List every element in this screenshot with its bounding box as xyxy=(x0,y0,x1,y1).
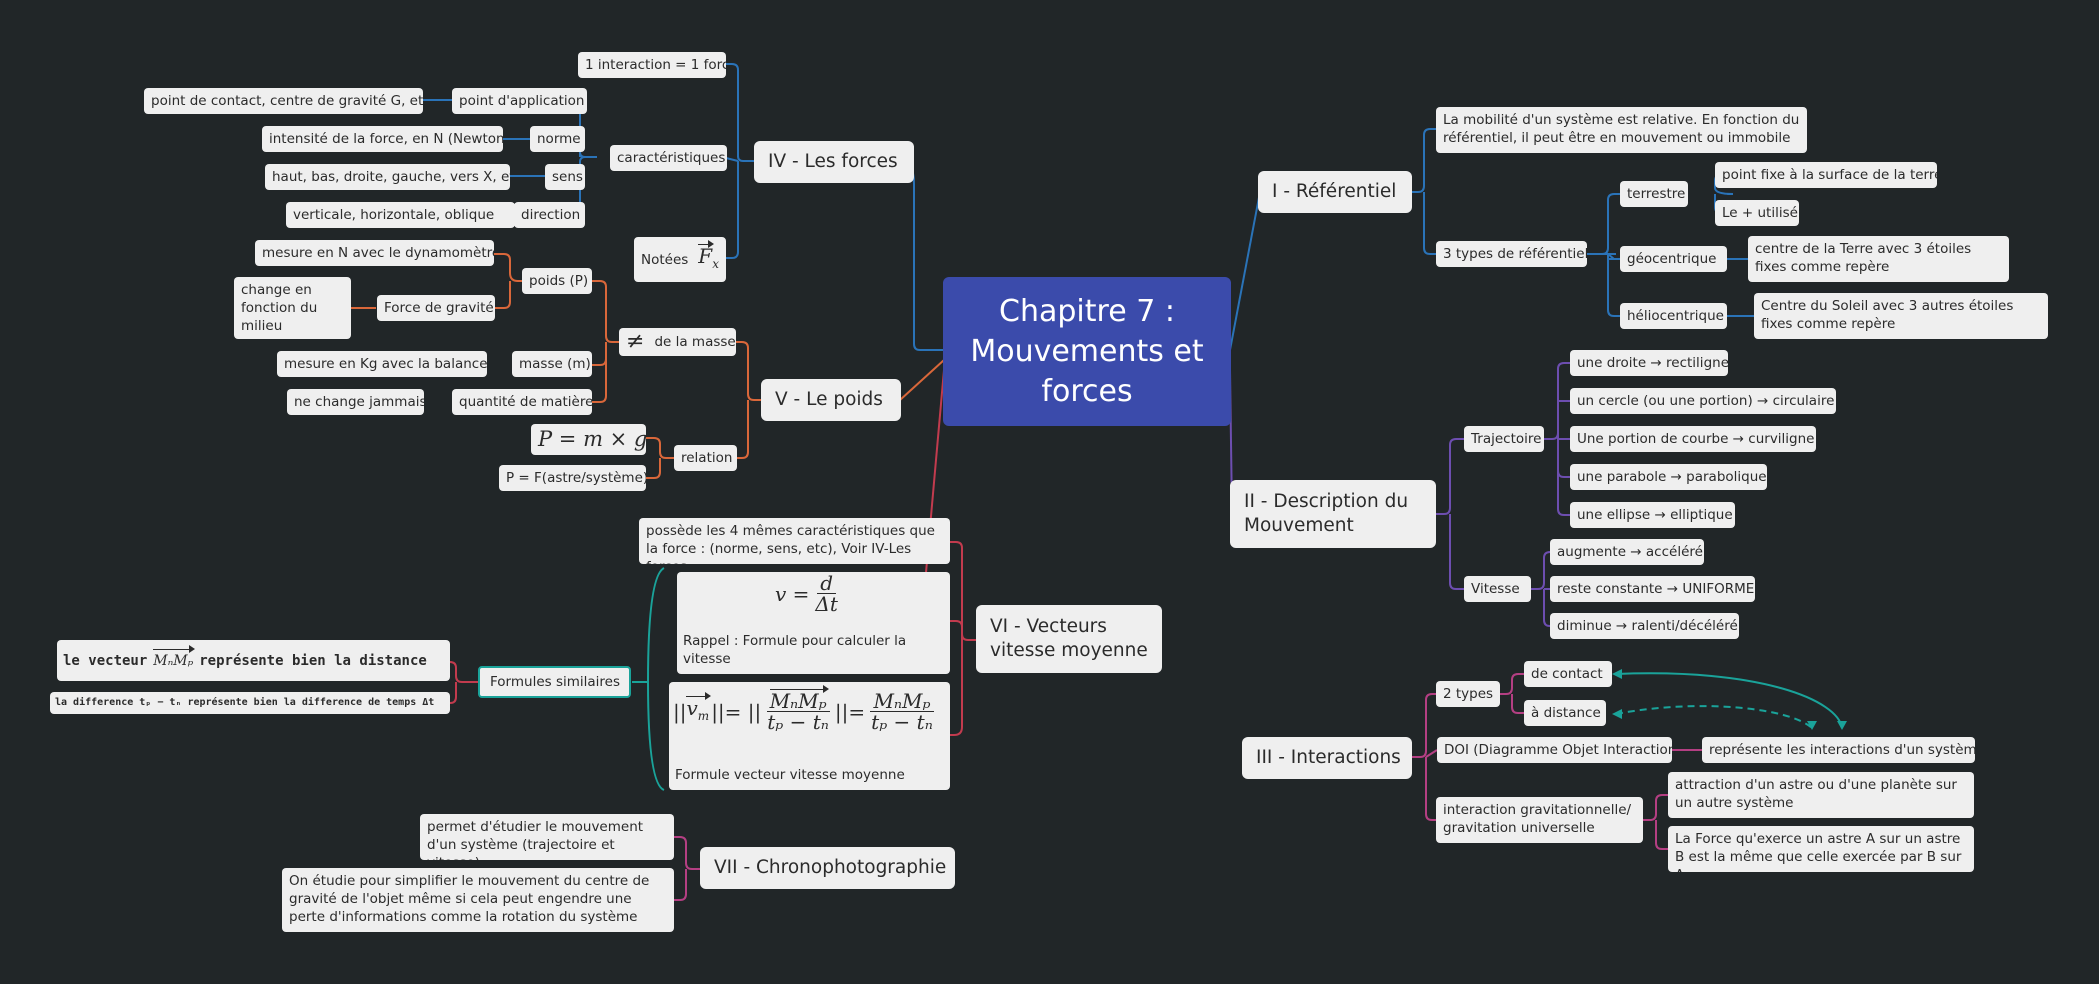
poids-relation[interactable]: relation xyxy=(674,445,737,471)
forces-direction-detail[interactable]: verticale, horizontale, oblique xyxy=(286,202,515,228)
forces-point-application[interactable]: point d'application xyxy=(452,88,587,114)
forces-notees-label: Notées xyxy=(641,251,689,268)
branch-forces[interactable]: IV - Les forces xyxy=(754,141,914,183)
forces-caracteristiques[interactable]: caractéristiques xyxy=(610,145,727,171)
similaires-connector xyxy=(632,567,665,791)
vecteur-symbol: MₙMₚ xyxy=(153,644,196,669)
vecteurs-formule[interactable]: || vm ||= || MₙMₚ tₚ − tₙ ||= MₙMₚ tₚ − … xyxy=(669,682,950,790)
branch-referentiel[interactable]: I - Référentiel xyxy=(1258,171,1412,213)
chrono-connectors xyxy=(674,836,700,901)
referentiel-geocentrique[interactable]: géocentrique xyxy=(1620,246,1727,272)
vecteur-distance-note[interactable]: le vecteur MₙMₚ représente bien la dista… xyxy=(57,640,450,681)
interactions-connectors xyxy=(1412,673,1702,850)
poids-diff-masse[interactable]: ≠ de la masse xyxy=(619,328,736,356)
branch-interactions[interactable]: III - Interactions xyxy=(1242,737,1412,779)
interactions-doi-detail[interactable]: représente les interactions d'un système xyxy=(1702,737,1975,763)
branch-chronophotographie[interactable]: VII - Chronophotographie xyxy=(700,847,955,889)
traj-circulaire[interactable]: un cercle (ou une portion) → circulaire xyxy=(1570,388,1836,414)
branch-vecteurs[interactable]: VI - Vecteurs vitesse moyenne xyxy=(976,605,1162,673)
poids-quantite-detail[interactable]: ne change jammais xyxy=(287,389,424,415)
traj-rectiligne[interactable]: une droite → rectiligne xyxy=(1570,350,1728,376)
poids-force-gravite-detail[interactable]: change en fonction du milieu xyxy=(234,277,351,339)
forces-norme-detail[interactable]: intensité de la force, en N (Newton) xyxy=(262,126,503,152)
forces-sens-detail[interactable]: haut, bas, droite, gauche, vers X, etc xyxy=(265,164,510,190)
interactions-grav-reciprocite[interactable]: La Force qu'exerce un astre A sur un ast… xyxy=(1668,826,1974,872)
description-trajectoire[interactable]: Trajectoire xyxy=(1464,426,1544,452)
vecteurs-rappel[interactable]: v = d Δt Rappel : Formule pour calculer … xyxy=(677,572,950,674)
interactions-distance[interactable]: à distance xyxy=(1524,700,1606,726)
interactions-2-types[interactable]: 2 types xyxy=(1436,681,1500,707)
forces-norme[interactable]: norme xyxy=(530,126,585,152)
referentiel-terrestre-detail-1[interactable]: point fixe à la surface de la terre xyxy=(1715,162,1937,188)
poids-quantite[interactable]: quantité de matière xyxy=(452,389,592,415)
formules-similaires[interactable]: Formules similaires xyxy=(478,666,631,698)
poids-formula[interactable]: P = m × g xyxy=(531,424,646,455)
interactions-gravitation[interactable]: interaction gravitationnelle/ gravitatio… xyxy=(1436,797,1643,843)
difference-temps-note[interactable]: la difference tₚ − tₙ représente bien la… xyxy=(50,692,450,714)
interactions-grav-attraction[interactable]: attraction d'un astre ou d'une planète s… xyxy=(1668,772,1974,818)
vitesse-vector: vm xyxy=(686,691,711,723)
referentiel-mobilite[interactable]: La mobilité d'un système est relative. E… xyxy=(1436,107,1807,153)
poids-p[interactable]: poids (P) xyxy=(522,268,592,294)
formula-fraction-2: MₙMₚ tₚ − tₙ xyxy=(870,689,934,734)
vit-accelere[interactable]: augmente → accéléré xyxy=(1550,539,1704,565)
vitesse-moyenne-formula: || vm ||= || MₙMₚ tₚ − tₙ ||= MₙMₚ tₚ − … xyxy=(673,685,939,734)
traj-parabolique[interactable]: une parabole → parabolique xyxy=(1570,464,1767,490)
not-equal-symbol: ≠ xyxy=(626,329,645,354)
traj-elliptique[interactable]: une ellipse → elliptique xyxy=(1570,502,1735,528)
arrow-heads xyxy=(1612,669,1847,730)
forces-point-application-detail[interactable]: point de contact, centre de gravité G, e… xyxy=(144,88,423,114)
referentiel-terrestre-detail-2[interactable]: Le + utilisé xyxy=(1715,200,1799,226)
vit-uniforme[interactable]: reste constante → UNIFORME xyxy=(1550,576,1755,602)
interactions-contact[interactable]: de contact xyxy=(1524,661,1612,687)
referentiel-heliocentrique[interactable]: héliocentrique xyxy=(1620,303,1727,329)
chrono-item-1[interactable]: permet d'étudier le mouvement d'un systè… xyxy=(420,814,674,860)
poids-masse-detail[interactable]: mesure en Kg avec la balance xyxy=(277,351,487,377)
forces-direction[interactable]: direction xyxy=(514,202,585,228)
referentiel-terrestre[interactable]: terrestre xyxy=(1620,181,1688,207)
vecteurs-description[interactable]: possède les 4 mêmes caractéristiques que… xyxy=(639,518,950,564)
poids-force-gravite[interactable]: Force de gravité xyxy=(377,295,495,321)
poids-masse-m[interactable]: masse (m) xyxy=(512,351,592,377)
forces-interaction[interactable]: 1 interaction = 1 force xyxy=(578,52,726,78)
branch-poids[interactable]: V - Le poids xyxy=(761,379,901,421)
branch-description[interactable]: II - Description du Mouvement xyxy=(1230,480,1436,548)
description-connectors xyxy=(1436,362,1570,627)
referentiel-heliocentrique-detail[interactable]: Centre du Soleil avec 3 autres étoiles f… xyxy=(1754,293,2048,339)
formule-caption: Formule vecteur vitesse moyenne xyxy=(675,767,905,783)
force-vector-notation: Fx xyxy=(698,239,719,271)
rappel-fraction: d Δt xyxy=(815,572,838,616)
formula-fraction-1: MₙMₚ tₚ − tₙ xyxy=(766,685,830,734)
vecteurs-connectors xyxy=(449,541,976,736)
poids-formula-astre[interactable]: P = F(astre/système) xyxy=(499,465,646,491)
description-vitesse[interactable]: Vitesse xyxy=(1464,576,1531,602)
rappel-formula: v = d Δt xyxy=(775,572,844,616)
referentiel-connectors xyxy=(1412,128,1754,317)
central-topic[interactable]: Chapitre 7 : Mouvements et forces xyxy=(943,277,1231,426)
referentiel-geocentrique-detail[interactable]: centre de la Terre avec 3 étoiles fixes … xyxy=(1748,236,2009,282)
forces-notees[interactable]: Notées Fx xyxy=(634,237,726,282)
force-vector-arrow: F xyxy=(698,239,715,268)
forces-sens[interactable]: sens xyxy=(545,164,585,190)
doi-arrows xyxy=(1615,672,1843,729)
traj-curviligne[interactable]: Une portion de courbe → curviligne xyxy=(1570,426,1816,452)
poids-p-detail[interactable]: mesure en N avec le dynamomètre xyxy=(255,240,494,266)
vit-ralenti[interactable]: diminue → ralenti/décéléré xyxy=(1550,613,1739,639)
chrono-item-2[interactable]: On étudie pour simplifier le mouvement d… xyxy=(282,868,674,932)
rappel-caption: Rappel : Formule pour calculer la vitess… xyxy=(683,633,907,667)
poids-diff-label: de la masse xyxy=(654,334,736,350)
referentiel-types[interactable]: 3 types de référentiels xyxy=(1436,241,1587,267)
interactions-doi[interactable]: DOI (Diagramme Objet Interaction) xyxy=(1437,737,1672,763)
